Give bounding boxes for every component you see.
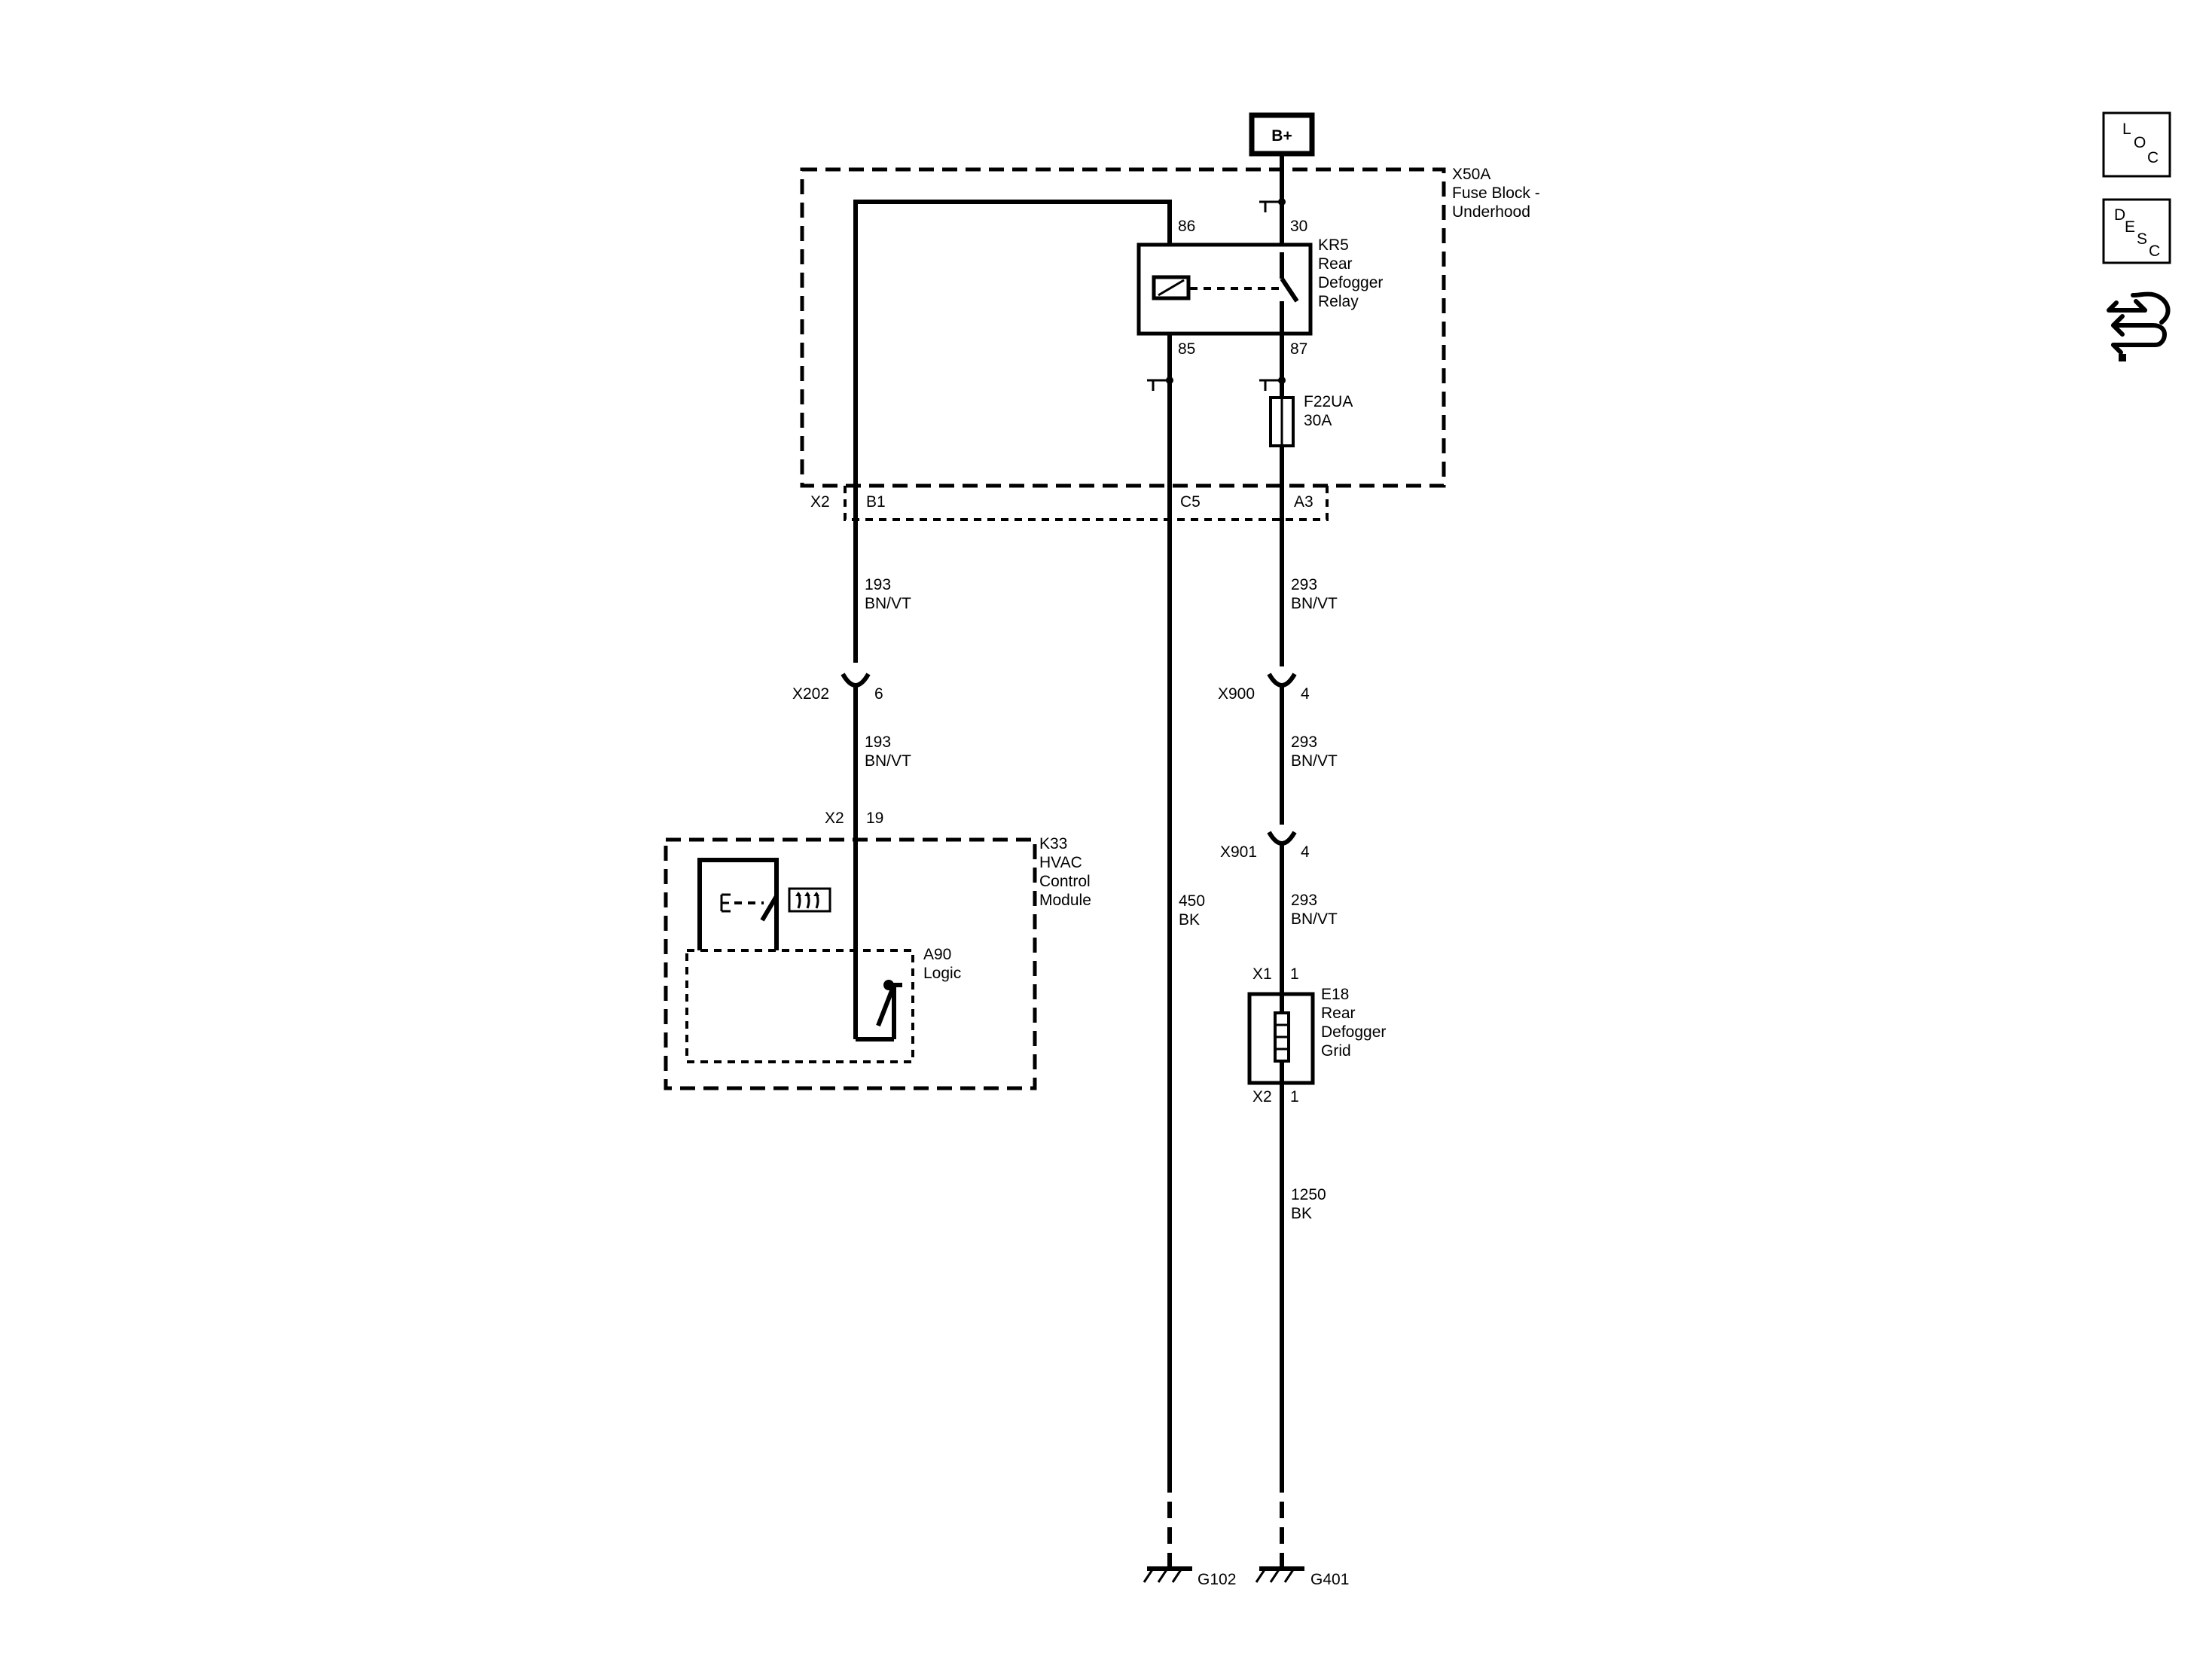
logic-name: Logic: [923, 965, 961, 982]
hvac-id: K33: [1039, 835, 1067, 852]
fuse-block-name-line2: Underhood: [1452, 203, 1530, 221]
wire-1250-color: BK: [1291, 1205, 1312, 1222]
hvac-name-line3: Module: [1039, 892, 1091, 909]
wire-293b-circuit: 293: [1291, 733, 1317, 751]
location-button-letter-2: O: [2134, 134, 2146, 151]
grid-name-line3: Grid: [1321, 1042, 1351, 1060]
hvac-pin: 19: [866, 810, 883, 827]
fuse-block-connector-outline: [844, 486, 1329, 521]
wire-193a-circuit: 193: [865, 576, 891, 593]
wire-293c-color: BN/VT: [1291, 910, 1338, 928]
wire-293a-circuit: 293: [1291, 576, 1317, 593]
relay-name-line3: Relay: [1318, 293, 1359, 310]
connector-x202-id: X202: [792, 685, 829, 703]
hvac-name-line1: HVAC: [1039, 854, 1082, 871]
logic-outline: [685, 949, 914, 1063]
wire-450-circuit: 450: [1179, 892, 1205, 910]
rear-defogger-grid: [1247, 992, 1315, 1085]
wire-293c-circuit: 293: [1291, 892, 1317, 909]
connector-x900-pin: 4: [1301, 685, 1310, 703]
wire-193b-circuit: 193: [865, 733, 891, 751]
inline-connector-x900: [1267, 672, 1297, 825]
grid-pin-bottom: 1: [1290, 1088, 1299, 1106]
description-button-letter-1: D: [2114, 206, 2125, 224]
fuse-id: F22UA: [1304, 393, 1353, 410]
grid-name-line1: Rear: [1321, 1005, 1356, 1022]
wire-293b-color: BN/VT: [1291, 752, 1338, 770]
splice-hook-87: [1259, 377, 1286, 391]
connector-view-icon[interactable]: [2107, 291, 2171, 362]
description-button-letter-3: S: [2137, 230, 2147, 248]
grid-id: E18: [1321, 986, 1349, 1003]
wire-193b-color: BN/VT: [865, 752, 911, 770]
relay-pin-87: 87: [1290, 340, 1307, 358]
splice-hook-85: [1147, 377, 1173, 391]
grid-connector-bottom: X2: [1252, 1088, 1272, 1106]
hvac-module-label: K33 HVAC Control Module: [1039, 835, 1091, 909]
splice-hook-30: [1259, 198, 1286, 212]
hvac-module-outline: [664, 837, 1037, 1090]
fuse-block-outline: [800, 167, 1446, 488]
defog-button-switch: [697, 858, 779, 950]
wire-193a-color: BN/VT: [865, 595, 911, 612]
wire-450-color: BK: [1179, 911, 1200, 929]
fuse-block-label: X50A Fuse Block - Underhood: [1452, 166, 1540, 221]
relay-label: KR5 Rear Defogger Relay: [1318, 236, 1383, 310]
location-button-letter-3: C: [2147, 149, 2159, 166]
relay-id: KR5: [1318, 236, 1349, 254]
pin-b1-label: B1: [866, 493, 886, 511]
grid-name-line2: Defogger: [1321, 1023, 1386, 1041]
fuse-rating: 30A: [1304, 412, 1332, 429]
wire-293a-color: BN/VT: [1291, 595, 1338, 612]
fuse-block-id: X50A: [1452, 166, 1490, 183]
pin-c5-label: C5: [1180, 493, 1201, 511]
ground-g102-icon: [1143, 1559, 1192, 1583]
fuse-block-connector-label: X2: [810, 493, 830, 511]
wire-relay86-to-b1: [853, 200, 1172, 663]
battery-positive-label: B+: [1271, 127, 1292, 145]
logic-id: A90: [923, 946, 951, 963]
relay-name-line1: Rear: [1318, 255, 1353, 273]
location-button[interactable]: L O C: [2102, 111, 2171, 178]
inline-connector-x901: [1267, 831, 1297, 994]
connector-x900-id: X900: [1218, 685, 1255, 703]
description-button[interactable]: D E S C: [2102, 198, 2171, 264]
relay-pin-85: 85: [1178, 340, 1195, 358]
grid-connector-top: X1: [1252, 965, 1272, 983]
ground-g401-label: G401: [1310, 1571, 1349, 1588]
inline-connector-x202: [841, 672, 871, 840]
connector-x901-id: X901: [1220, 843, 1257, 861]
battery-positive-box: B+: [1249, 112, 1315, 157]
description-button-letter-4: C: [2149, 242, 2160, 260]
ground-g401-icon: [1255, 1559, 1304, 1583]
description-button-letter-2: E: [2125, 218, 2135, 236]
relay-kr5: [1137, 242, 1313, 336]
connector-x901-pin: 4: [1301, 843, 1310, 861]
relay-name-line2: Defogger: [1318, 274, 1383, 291]
logic-output-switch: [853, 840, 902, 1041]
wire-1250-circuit: 1250: [1291, 1186, 1326, 1203]
rear-defog-icon: [788, 887, 831, 913]
location-button-letter-1: L: [2122, 120, 2131, 138]
relay-pin-86: 86: [1178, 218, 1195, 235]
grid-label: E18 Rear Defogger Grid: [1321, 986, 1386, 1060]
ground-g102-label: G102: [1198, 1571, 1236, 1588]
grid-pin-top: 1: [1290, 965, 1299, 983]
relay-pin-30: 30: [1290, 218, 1307, 235]
pin-a3-label: A3: [1294, 493, 1313, 511]
connector-x202-pin: 6: [874, 685, 883, 703]
hvac-connector: X2: [825, 810, 844, 827]
hvac-name-line2: Control: [1039, 873, 1091, 890]
fuse-block-name-line1: Fuse Block -: [1452, 185, 1540, 202]
